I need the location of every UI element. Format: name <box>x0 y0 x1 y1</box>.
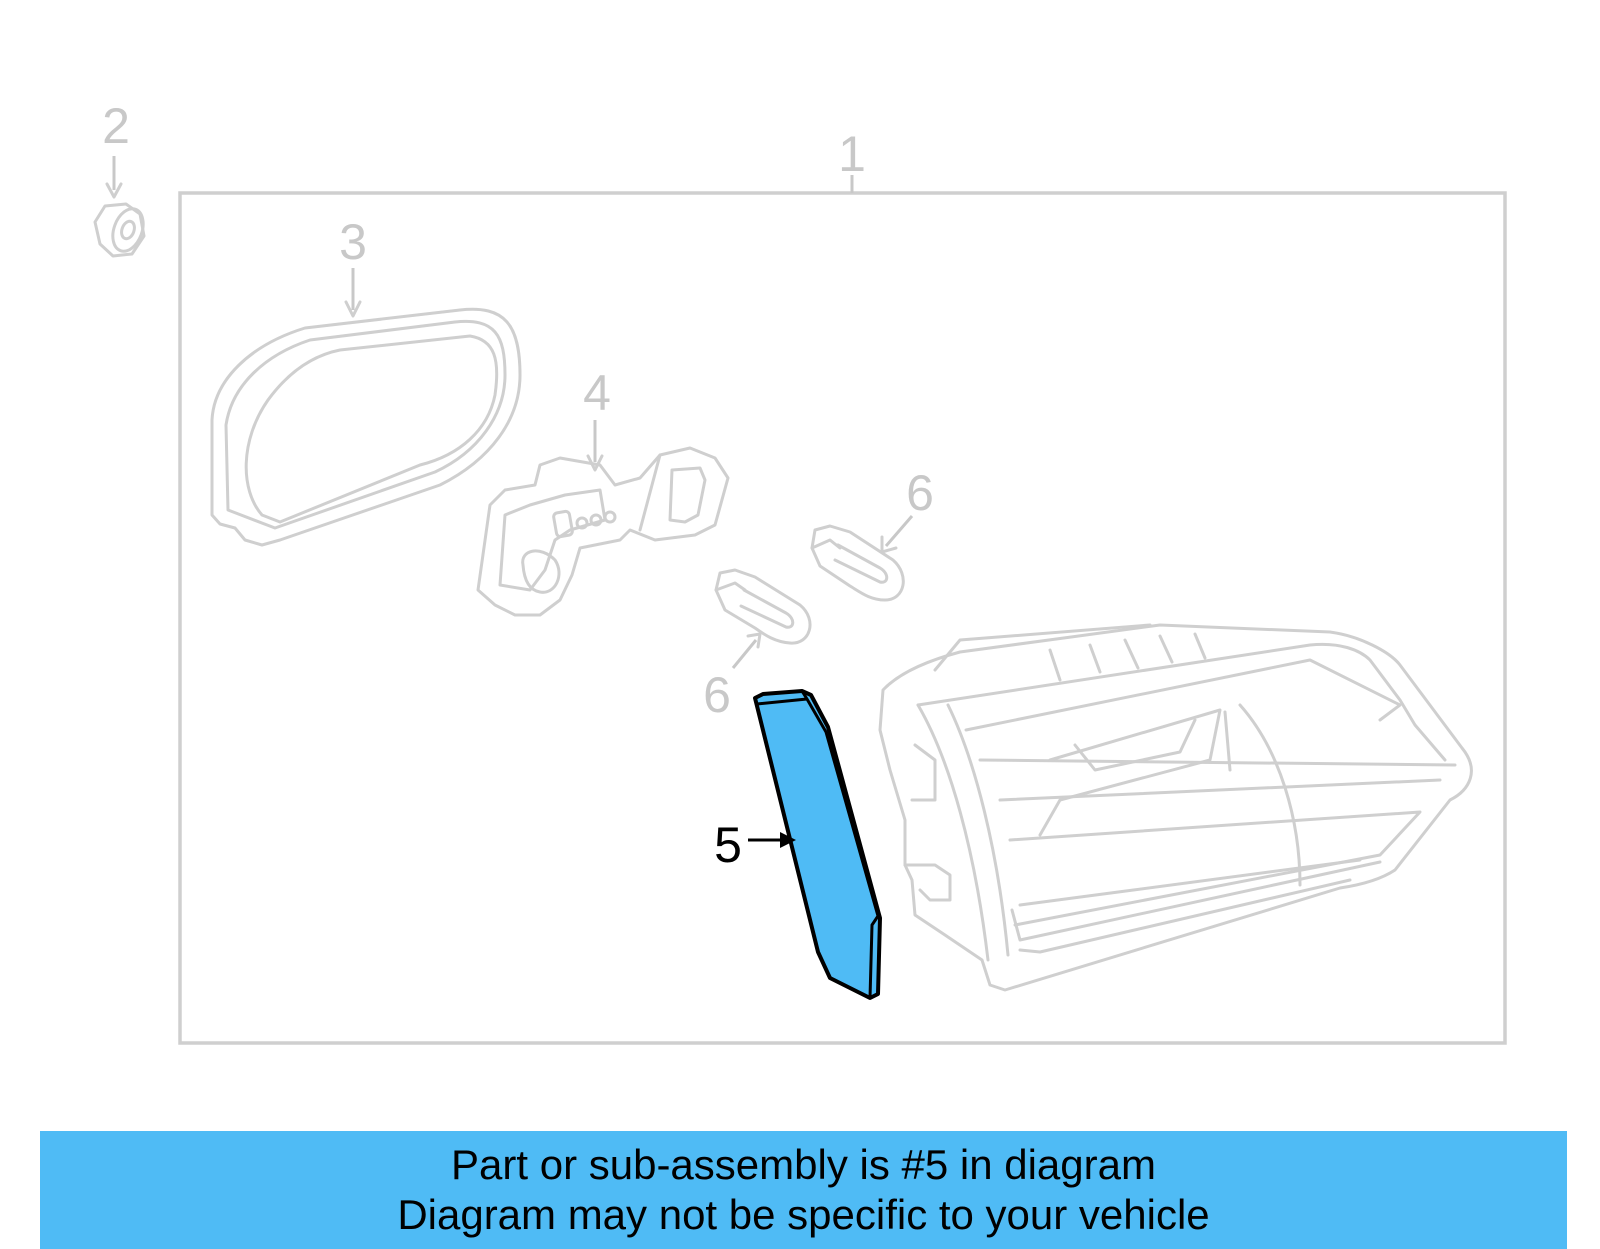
reflector-inner-edge <box>756 690 880 999</box>
leader-6-upper <box>884 515 914 547</box>
callout-5: 5 <box>714 817 742 873</box>
leader-4-arrowhead <box>586 454 604 472</box>
callout-6-lower: 6 <box>703 667 731 723</box>
gasket-part <box>210 307 522 547</box>
leader-5-arrowhead <box>780 832 796 848</box>
bulb-upper-part <box>810 524 905 602</box>
leader-6-lower <box>731 639 758 669</box>
socket-plate-part <box>476 446 730 617</box>
nut-part <box>93 202 146 258</box>
assembly-frame <box>178 191 1507 1045</box>
leader-3-arrowhead <box>344 300 362 318</box>
callout-4: 4 <box>583 365 611 421</box>
banner-line-1: Part or sub-assembly is #5 in diagram <box>451 1141 1156 1188</box>
leader-6-lower-arrowhead <box>746 632 762 649</box>
leader-2-arrowhead <box>105 182 123 199</box>
callout-2: 2 <box>102 98 130 154</box>
banner-line-2: Diagram may not be specific to your vehi… <box>397 1191 1210 1238</box>
callout-1: 1 <box>838 126 866 182</box>
reflector-part-5[interactable] <box>753 689 882 1000</box>
callout-3: 3 <box>339 214 367 270</box>
reflector-body[interactable] <box>753 689 882 1000</box>
callout-6-upper: 6 <box>906 465 934 521</box>
lamp-housing-part <box>878 623 1473 992</box>
info-banner: Part or sub-assembly is #5 in diagram Di… <box>40 1131 1567 1249</box>
bulb-lower-part <box>714 568 812 645</box>
